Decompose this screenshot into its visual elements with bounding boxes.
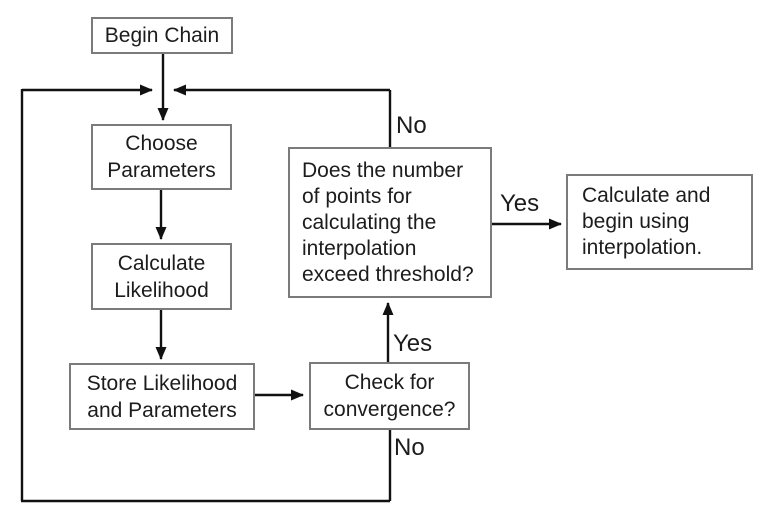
node-interpolation-threshold-decision: Does the number of points for calculatin…: [288, 147, 492, 298]
node-calculate-and-begin-interpolation: Calculate and begin using interpolation.: [566, 174, 753, 270]
edge-label-decision-yes: Yes: [500, 190, 540, 217]
node-calculate-likelihood: Calculate Likelihood: [91, 243, 232, 310]
edge-label-decision-no: No: [396, 112, 427, 139]
edge-label-convergence-yes: Yes: [393, 330, 433, 357]
node-begin-chain: Begin Chain: [91, 17, 233, 54]
edge-label-convergence-no: No: [394, 434, 425, 461]
node-check-for-convergence: Check for convergence?: [309, 362, 470, 430]
node-store-likelihood-and-parameters: Store Likelihood and Parameters: [69, 363, 255, 430]
node-choose-parameters: Choose Parameters: [91, 124, 232, 190]
